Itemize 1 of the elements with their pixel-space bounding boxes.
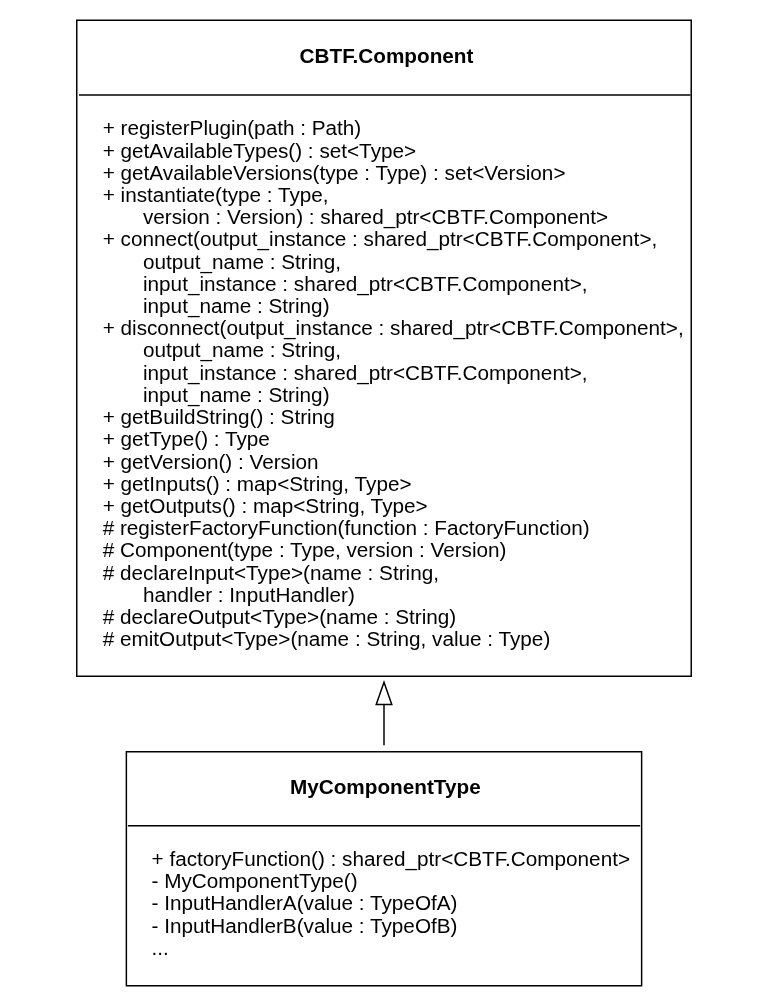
arrow (374, 680, 393, 746)
